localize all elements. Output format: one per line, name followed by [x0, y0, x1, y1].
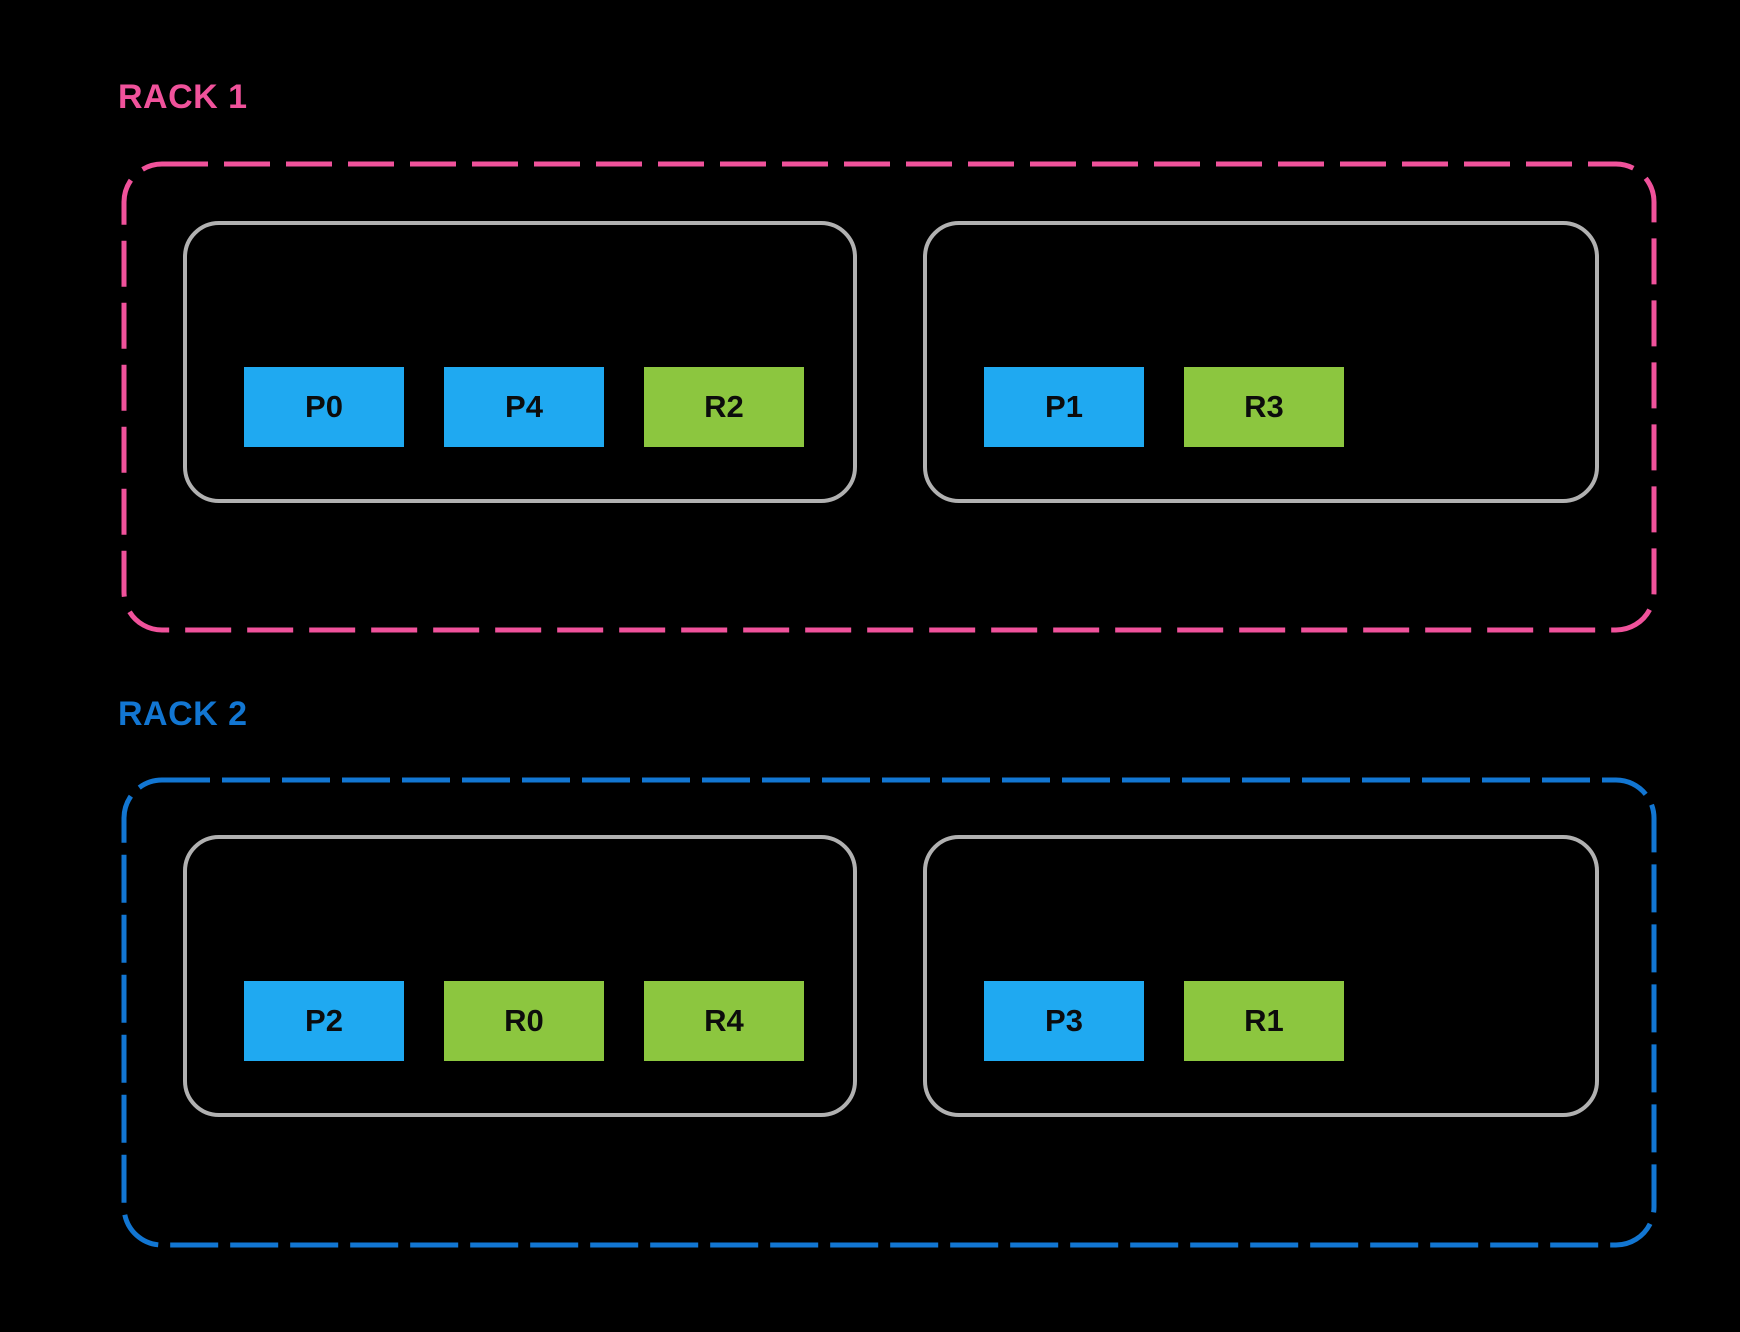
block-r2: R2 — [644, 367, 804, 447]
block-r4: R4 — [644, 981, 804, 1061]
block-p0: P0 — [244, 367, 404, 447]
rack-2-label: RACK 2 — [118, 695, 248, 733]
rack-1-dashed-rect — [121, 161, 1657, 633]
block-r3: R3 — [1184, 367, 1344, 447]
rack-2-node-1: P2 R0 R4 — [183, 835, 857, 1117]
block-p3: P3 — [984, 981, 1144, 1061]
block-p2: P2 — [244, 981, 404, 1061]
rack-2-dashed-rect — [121, 777, 1657, 1248]
rack-2-boundary: P2 R0 R4 P3 R1 — [121, 777, 1657, 1248]
rack-1-boundary: P0 P4 R2 P1 R3 — [121, 161, 1657, 633]
rack-1-node-1: P0 P4 R2 — [183, 221, 857, 503]
block-r1: R1 — [1184, 981, 1344, 1061]
rack-1-node-2: P1 R3 — [923, 221, 1599, 503]
block-r0: R0 — [444, 981, 604, 1061]
block-p1: P1 — [984, 367, 1144, 447]
rack-1-label: RACK 1 — [118, 78, 248, 116]
rack-2-node-2: P3 R1 — [923, 835, 1599, 1117]
rack-1-dashed-border — [121, 161, 1657, 633]
block-p4: P4 — [444, 367, 604, 447]
rack-2-dashed-border — [121, 777, 1657, 1248]
